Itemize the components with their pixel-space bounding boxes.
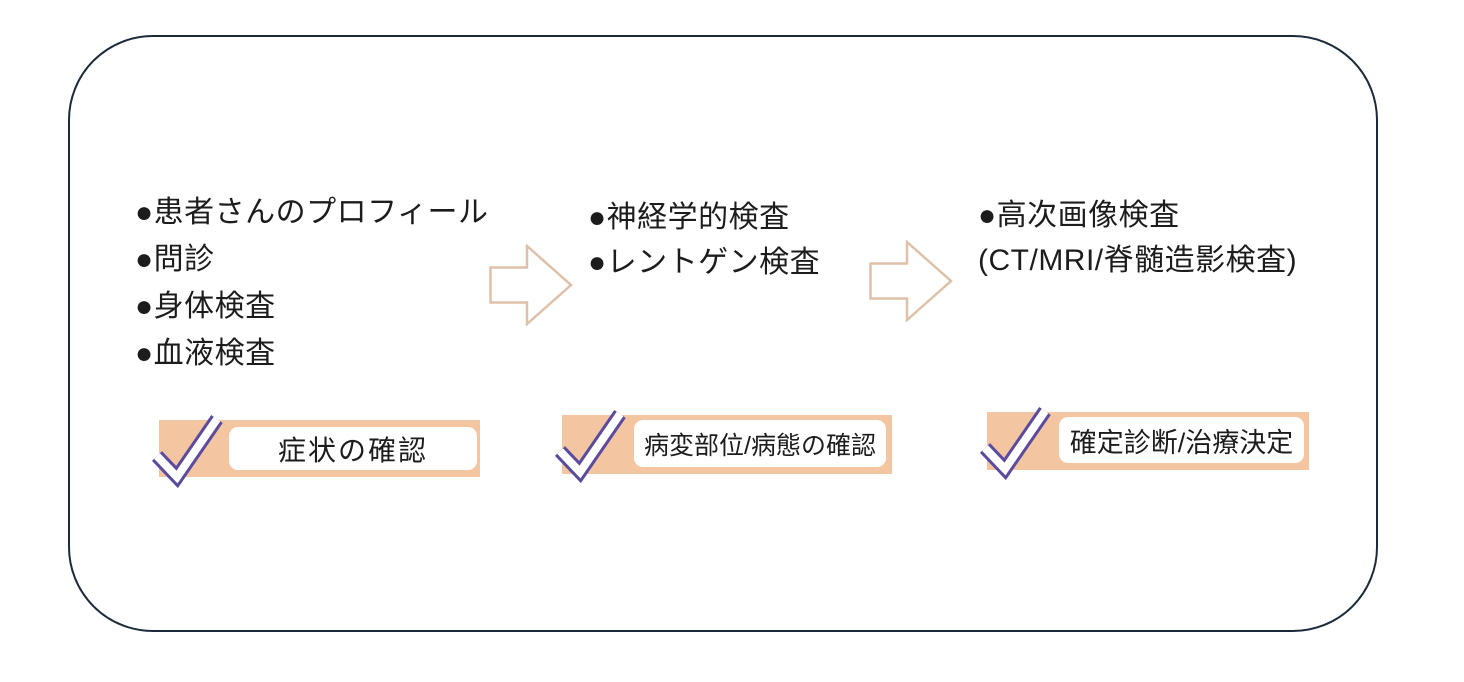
stage1-check-banner: 症状の確認 bbox=[151, 415, 480, 489]
check-label-box: 確定診断/治療決定 bbox=[1059, 417, 1304, 463]
list-item: ●身体検査 bbox=[135, 290, 276, 323]
stage2-check-banner: 病変部位/病態の確認 bbox=[554, 410, 892, 484]
stage2-item-list: ●神経学的検査 ●レントゲン検査 bbox=[588, 195, 820, 285]
arrow-right-icon bbox=[489, 244, 573, 326]
diagram-border-frame: ●患者さんのプロフィール ●問診 ●身体検査 ●血液検査 ●神経学的検査 ●レン… bbox=[68, 35, 1378, 632]
check-icon bbox=[151, 415, 223, 489]
list-item: ●高次画像検査 bbox=[978, 199, 1180, 232]
stage1-item-list: ●患者さんのプロフィール ●問診 ●身体検査 ●血液検査 bbox=[135, 189, 489, 377]
stage3-check-banner: 確定診断/治療決定 bbox=[979, 407, 1309, 481]
check-label-box: 病変部位/病態の確認 bbox=[634, 420, 886, 467]
stage3-item-list: ●高次画像検査 (CT/MRI/脊髄造影検査) bbox=[978, 193, 1297, 283]
stage1-check-label: 症状の確認 bbox=[277, 434, 428, 466]
list-item: ●レントゲン検査 bbox=[588, 246, 821, 279]
check-icon bbox=[554, 410, 626, 484]
stage3-check-label: 確定診断/治療決定 bbox=[1069, 427, 1294, 458]
stage2-check-label: 病変部位/病態の確認 bbox=[644, 431, 876, 460]
list-item: ●神経学的検査 bbox=[588, 201, 790, 234]
list-item: ●血液検査 bbox=[135, 337, 276, 370]
check-label-box: 症状の確認 bbox=[229, 427, 477, 470]
arrow-right-icon bbox=[869, 240, 953, 322]
check-icon bbox=[979, 407, 1051, 481]
list-item: ●問診 bbox=[135, 243, 215, 276]
list-item: ●患者さんのプロフィール bbox=[135, 196, 489, 229]
list-item: (CT/MRI/脊髄造影検査) bbox=[978, 244, 1298, 277]
